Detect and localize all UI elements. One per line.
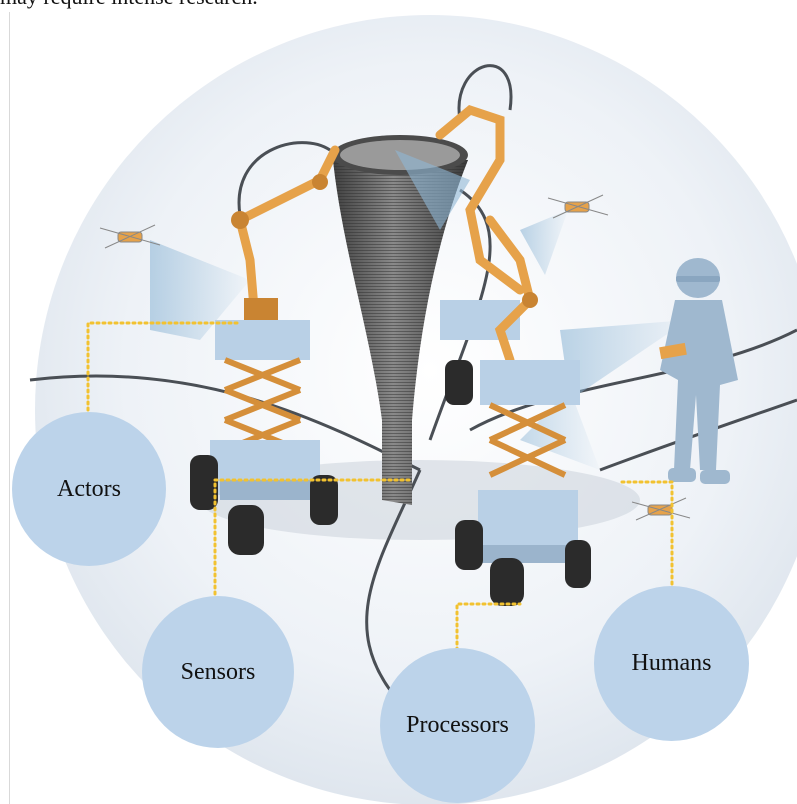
human-worker-icon [659,258,738,484]
humans-circle: Humans [594,586,749,741]
processors-circle: Processors [380,648,535,803]
sensor-beam-icon [150,210,688,470]
robot-icon [455,215,591,606]
robot-icon [190,145,340,555]
page-edge-divider [9,12,10,804]
connector-lines [86,321,674,652]
actors-label: Actors [57,475,121,502]
caption-top-text: may require intense research. [0,0,258,10]
drone-icon [99,224,161,249]
printed-tower-icon [332,135,470,505]
sensors-circle: Sensors [142,596,294,748]
drone-icon [547,194,609,219]
processors-label: Processors [406,712,509,738]
humans-label: Humans [631,650,712,676]
actors-circle: Actors [12,412,166,566]
sensors-label: Sensors [180,658,256,685]
